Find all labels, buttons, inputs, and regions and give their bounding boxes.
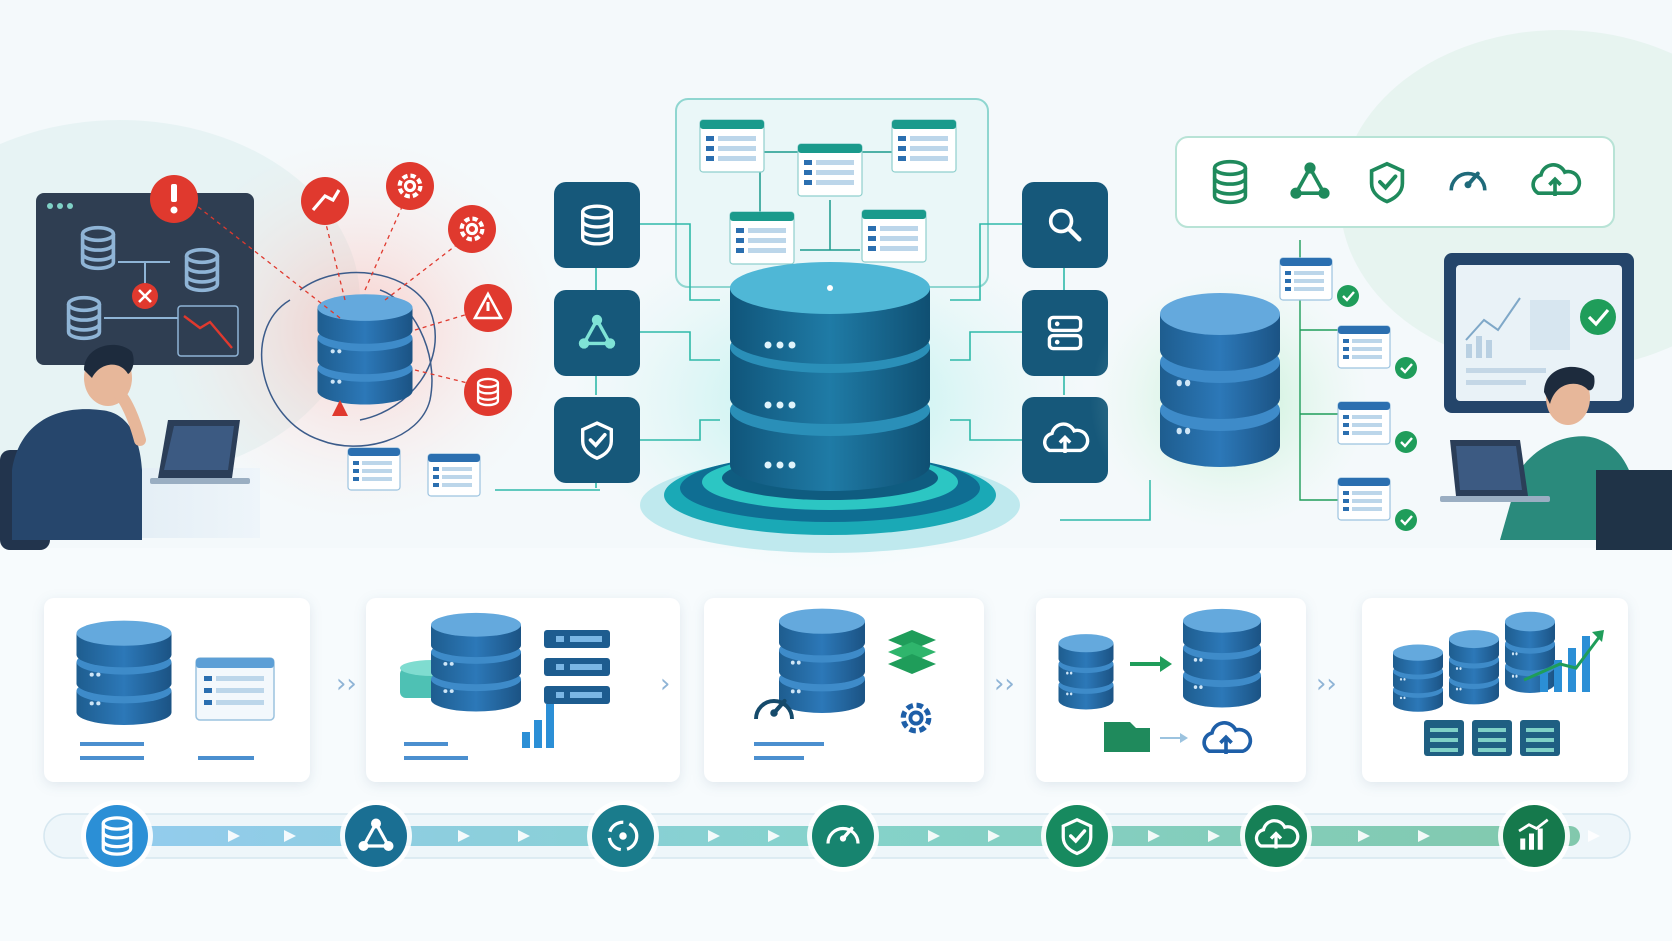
module-database [554,182,640,268]
optimized-database [1160,293,1280,467]
hub-database [730,262,930,491]
warning-triangle-icon [464,284,512,332]
exclamation-alert-icon [150,175,198,223]
module-cloud [1022,397,1108,483]
happy-engineer [1500,366,1672,550]
module-network [554,290,640,376]
timeline-node-6 [1240,800,1312,872]
step-arrow: ›› [336,669,357,699]
process-step-5 [1362,598,1628,782]
step-arrow: ›› [1316,669,1337,699]
check-icon [1395,431,1417,453]
timeline-node-1 [81,800,153,872]
timeline-node-5 [1041,800,1113,872]
validated-tables [1279,257,1417,531]
declining-chart-icon [177,305,239,357]
timeline-node-4 [807,800,879,872]
gear-error-icon [386,162,434,210]
check-icon [1337,285,1359,307]
schema-panel [675,98,989,288]
process-step-1 [44,598,310,782]
timeline-node-2 [340,800,412,872]
tangled-database [260,271,481,497]
laptop [150,420,250,484]
stressed-engineer [0,344,146,550]
timeline-node-7 [1498,800,1570,872]
database-error-icon [464,368,512,416]
module-server [1022,290,1108,376]
tools-toolbar [1175,136,1615,228]
process-step-4 [1036,598,1306,782]
step-arrow: ›› [994,669,1015,699]
process-step-2 [366,598,680,782]
step-arrow: › [660,669,670,699]
check-icon [1395,509,1417,531]
check-icon [1395,357,1417,379]
floating-alerts [150,162,512,416]
laptop [1440,440,1550,502]
process-step-3 [704,598,984,782]
central-optimization-hub [495,98,1151,570]
warning-triangle-icon [332,400,348,416]
error-monitor [36,193,254,365]
check-icon [1580,299,1616,335]
left-problem-scene [0,140,560,550]
module-search [1022,182,1108,268]
module-security [554,397,640,483]
dashboard-monitor [1444,253,1634,413]
broken-link-icon [301,177,349,225]
right-healthy-scene [1090,136,1672,550]
process-steps: ›› › ›› [44,598,1628,782]
timeline-node-3 [587,800,659,872]
workflow-timeline [43,800,1631,872]
gear-error-icon [448,205,496,253]
